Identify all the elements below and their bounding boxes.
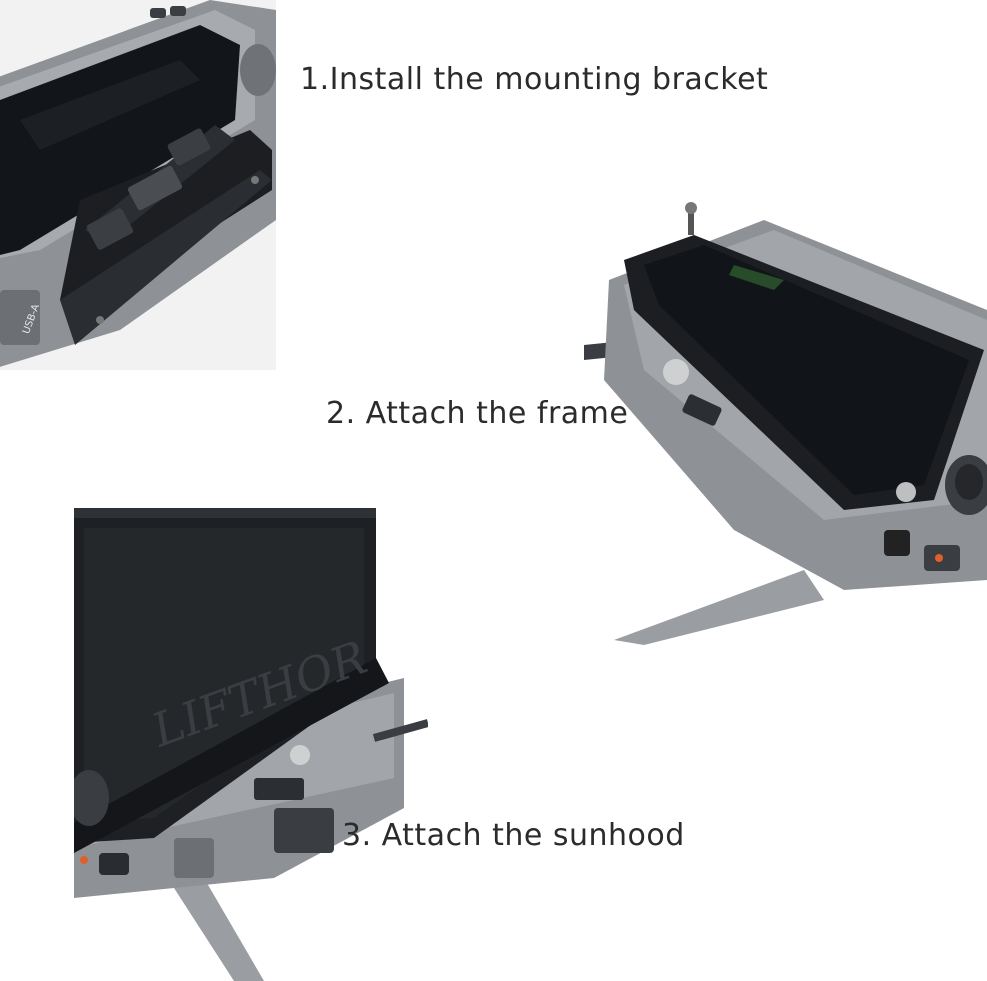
step3-photo: LIFTHOR [74, 508, 428, 981]
step1-photo: USB-A [0, 0, 276, 370]
controller-sunhood-illustration: LIFTHOR [74, 508, 428, 981]
step2-caption: 2. Attach the frame [326, 396, 629, 431]
controller-bracket-illustration: USB-A [0, 0, 276, 370]
controller-frame-illustration [584, 200, 987, 645]
step1-caption: 1.Install the mounting bracket [300, 62, 769, 97]
step2-photo [584, 200, 987, 645]
step3-caption: 3. Attach the sunhood [342, 818, 685, 853]
